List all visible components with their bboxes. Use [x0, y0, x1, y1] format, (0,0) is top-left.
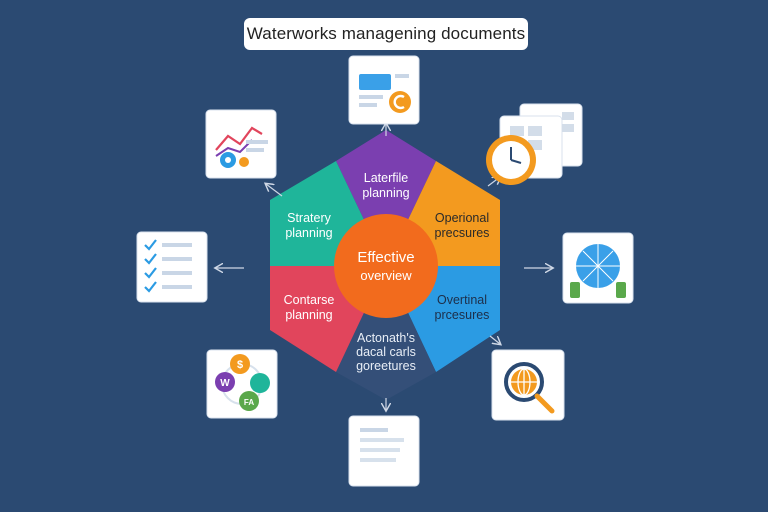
segment-top-line2: planning [362, 186, 409, 200]
segment-upper-right-line2: precsures [435, 226, 490, 240]
gears-badges-icon: $ W FA [206, 349, 278, 419]
segment-lower-right-line2: prcesures [435, 308, 490, 322]
document-chart-icon [348, 55, 420, 125]
segment-upper-right-line1: Operional [435, 211, 489, 225]
segment-bottom [336, 266, 436, 400]
globe-card-icon [562, 232, 634, 304]
segment-lower-right-line1: Overtinal [437, 293, 487, 307]
segment-lower-left-line1: Contarse [284, 293, 335, 307]
svg-text:W: W [220, 378, 230, 389]
checklist-icon [136, 231, 208, 303]
segment-top [336, 130, 436, 266]
segment-bottom-line3: goreetures [356, 359, 416, 373]
clock-documents-icon [486, 103, 583, 185]
segment-upper-left-line1: Stratery [287, 211, 332, 225]
segment-top-line1: Laterfile [364, 171, 409, 185]
text-document-icon [348, 415, 420, 487]
center-label-line2: overview [360, 268, 412, 283]
center-circle [334, 214, 438, 318]
diagram-title: Waterworks managening documents [244, 18, 528, 50]
segment-lower-left-line2: planning [285, 308, 332, 322]
svg-text:FA: FA [244, 398, 254, 407]
center-label-line1: Effective [357, 249, 414, 266]
arrow-lower-right [489, 335, 500, 344]
arrow-upper-left [266, 184, 283, 197]
search-globe-icon [491, 349, 565, 421]
segment-bottom-line2: dacal carls [356, 345, 416, 359]
svg-text:$: $ [237, 359, 243, 371]
segment-upper-left-line2: planning [285, 226, 332, 240]
segment-bottom-line1: Actonath's [357, 331, 415, 345]
analytics-gear-icon [205, 109, 277, 179]
